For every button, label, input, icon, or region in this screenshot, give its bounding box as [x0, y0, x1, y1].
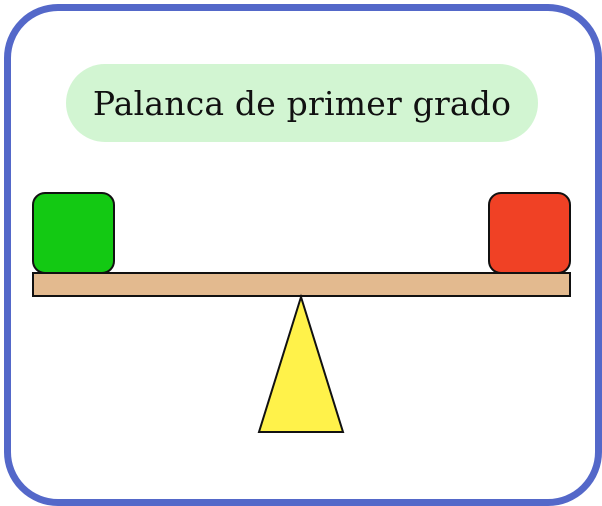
fulcrum-triangle [257, 293, 345, 433]
right-block [488, 192, 571, 274]
diagram-title: Palanca de primer grado [92, 83, 512, 123]
left-block [32, 192, 115, 274]
title-badge: Palanca de primer grado [66, 64, 538, 142]
lever-beam [32, 272, 571, 297]
